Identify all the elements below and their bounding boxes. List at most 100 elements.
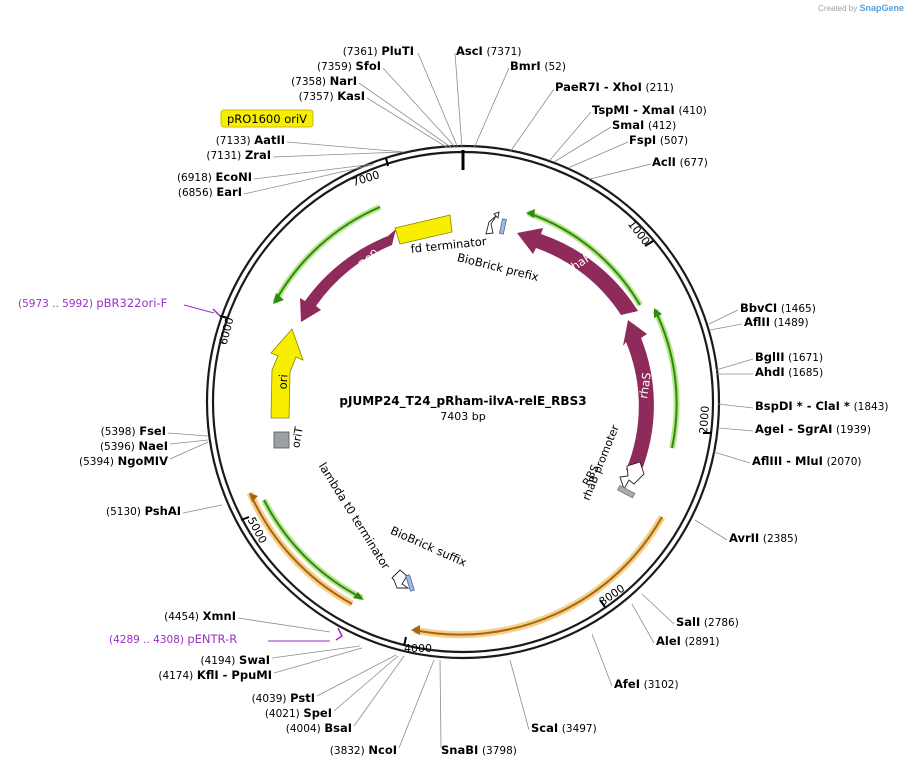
feature-rhaR-arrow[interactable] (517, 228, 638, 315)
site-leader (237, 617, 331, 633)
restriction-site-label[interactable]: (5396) NaeI (100, 439, 168, 453)
site-position: (7357) (299, 91, 334, 103)
leader-lines (167, 52, 754, 749)
restriction-site-label[interactable]: AfeI (3102) (614, 677, 679, 691)
restriction-site-label[interactable]: (6918) EcoNI (177, 170, 252, 184)
backbone-outer-ring (205, 144, 721, 660)
restriction-site-label[interactable]: SmaI (412) (612, 118, 676, 132)
feature-orit-label: oriT (289, 426, 306, 449)
primer-label[interactable]: (5973 .. 5992) pBR322ori-F (18, 296, 167, 310)
restriction-site-label[interactable]: TspMI - XmaI (410) (592, 103, 707, 117)
site-position: (7133) (216, 135, 251, 147)
site-leader (358, 82, 453, 149)
site-position: (2786) (704, 617, 739, 629)
restriction-site-label[interactable]: (7133) AatII (216, 133, 285, 147)
restriction-site-label[interactable]: AvrII (2385) (729, 531, 798, 545)
restriction-site-label[interactable]: (6856) EarI (178, 185, 242, 199)
feature-rhaS-arrow[interactable] (623, 320, 654, 472)
restriction-site-label[interactable]: FspI (507) (629, 133, 688, 147)
restriction-site-label[interactable]: AhdI (1685) (755, 365, 823, 379)
site-leader (591, 633, 613, 687)
restriction-site-label[interactable]: (7359) SfoI (317, 59, 381, 73)
site-position: (5130) (106, 506, 141, 518)
terminator-icon-top (485, 211, 500, 235)
restriction-site-label[interactable]: (5130) PshAI (106, 504, 181, 518)
restriction-site-label[interactable]: PaeR7I - XhoI (211) (555, 80, 674, 94)
feature-ori-arrow[interactable] (270, 328, 304, 419)
feature-rep-arrow[interactable] (300, 229, 396, 322)
site-position: (4021) (265, 708, 300, 720)
site-name: AflII (744, 315, 770, 329)
site-leader (709, 323, 743, 331)
arrowhead-right-mid-green (654, 308, 662, 318)
site-name: KflI (197, 668, 219, 682)
site-name-2: - PpuMI (219, 668, 272, 682)
site-name: ScaI (531, 721, 558, 735)
site-leader (169, 441, 209, 460)
restriction-site-label[interactable]: (7358) NarI (291, 74, 357, 88)
site-leader (454, 52, 463, 149)
restriction-site-label[interactable]: (4174) KflI - PpuMI (158, 668, 272, 682)
feature-orit-box[interactable] (273, 431, 290, 449)
restriction-site-label[interactable]: (4021) SpeI (265, 706, 332, 720)
site-name: AclI (652, 155, 676, 169)
site-position: (4454) (164, 611, 199, 623)
restriction-site-label[interactable]: BmrI (52) (510, 59, 566, 73)
restriction-site-label[interactable]: SalI (2786) (676, 615, 739, 629)
restriction-site-label[interactable]: SnaBI (3798) (441, 743, 517, 757)
restriction-site-label[interactable]: (4194) SwaI (200, 653, 270, 667)
site-leader (271, 645, 361, 659)
restriction-site-label[interactable]: AscI (7371) (456, 44, 521, 58)
restriction-site-label[interactable]: AclI (677) (652, 155, 708, 169)
restriction-site-label[interactable]: AgeI - SgrAI (1939) (755, 422, 871, 436)
site-position: (4194) (200, 655, 235, 667)
restriction-site-label[interactable]: BbvCI (1465) (740, 301, 816, 315)
arrowhead-lower-orange (249, 493, 258, 502)
primer-mark (212, 308, 221, 317)
site-leader (717, 427, 754, 432)
restriction-site-label[interactable]: (5398) FseI (101, 424, 166, 438)
restriction-site-label[interactable]: ScaI (3497) (531, 721, 597, 735)
site-leader (708, 309, 739, 325)
oriv-label-box (220, 109, 314, 128)
site-name: PshAI (145, 504, 181, 518)
feature-oriv-box[interactable] (394, 214, 453, 245)
site-leader (549, 111, 592, 161)
site-leader (182, 504, 223, 514)
site-leader (694, 519, 728, 541)
arrowhead-bottom-orange (411, 625, 420, 635)
restriction-site-label[interactable]: BglII (1671) (755, 350, 823, 364)
site-position: (507) (660, 135, 688, 147)
restriction-site-label[interactable]: BspDI * - ClaI * (1843) (755, 399, 888, 413)
restriction-site-label[interactable]: (4454) XmnI (164, 609, 236, 623)
tick-label: 4000 (404, 642, 432, 655)
site-name: PluTI (381, 44, 414, 58)
site-name: EarI (216, 185, 242, 199)
restriction-site-label[interactable]: (4004) BsaI (286, 721, 352, 735)
restriction-site-label[interactable]: (3832) NcoI (330, 743, 397, 757)
primer-name: pENTR-R (187, 632, 237, 646)
oriv-label: pRO1600 oriV (227, 112, 307, 126)
site-position: (1671) (788, 352, 823, 364)
restriction-site-label[interactable]: (4039) PstI (252, 691, 315, 705)
restriction-site-label[interactable]: (7357) KasI (299, 89, 365, 103)
plasmid-size: 7403 bp (440, 410, 485, 423)
restriction-site-label[interactable]: AflIII - MluI (2070) (752, 454, 861, 468)
site-leader (253, 163, 375, 180)
restriction-site-label[interactable]: (7361) PluTI (343, 44, 414, 58)
site-position: (410) (678, 105, 706, 117)
restriction-site-label[interactable]: (7131) ZraI (206, 148, 271, 162)
snapgene-credit: Created by SnapGene (818, 3, 904, 13)
site-position: (1489) (774, 317, 809, 329)
restriction-site-label[interactable]: AflII (1489) (744, 315, 809, 329)
site-leader (567, 141, 629, 169)
tick-label: 2000 (697, 405, 712, 434)
site-position: (2891) (685, 636, 720, 648)
restriction-site-label[interactable]: AleI (2891) (656, 634, 720, 648)
primer-label[interactable]: (4289 .. 4308) pENTR-R (109, 632, 237, 646)
site-name: BsaI (324, 721, 352, 735)
restriction-site-label[interactable]: (5394) NgoMIV (79, 454, 168, 468)
site-position: (3102) (644, 679, 679, 691)
primer-leader (183, 304, 215, 314)
site-leader (717, 403, 754, 409)
